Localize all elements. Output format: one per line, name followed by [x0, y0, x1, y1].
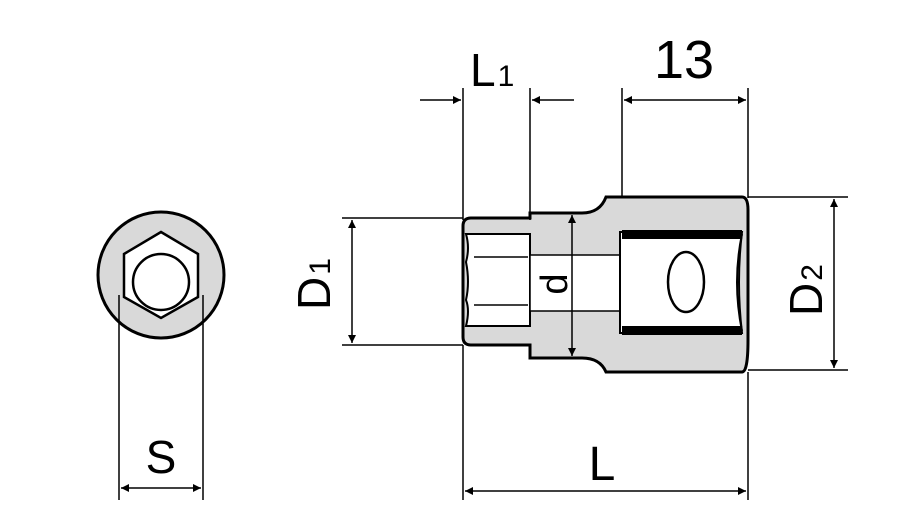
d-label: d [534, 273, 576, 294]
l-label: L [589, 438, 616, 491]
dim13-label: 13 [654, 30, 714, 90]
end-view-inner-bore [131, 252, 191, 312]
through-bore [529, 254, 623, 312]
drive-hex-opening [464, 233, 531, 327]
d2-main: D [780, 283, 832, 316]
l1-sub: 1 [498, 60, 515, 93]
s-label: S [146, 431, 177, 483]
cavity-band-bottom [622, 326, 742, 335]
end-view: S [96, 210, 226, 500]
d2-label: D2 [780, 264, 832, 316]
l1-label: L1 [470, 44, 514, 96]
cavity-band-top [622, 230, 742, 239]
cavity-right-curve [736, 233, 743, 332]
d1-label: D1 [288, 258, 340, 310]
l1-main: L [470, 44, 496, 96]
side-view: L1 13 D1 d D2 L [288, 30, 848, 500]
d2-sub: 2 [796, 264, 829, 281]
detent-hole [666, 250, 706, 314]
d1-main: D [288, 277, 340, 310]
d1-sub: 1 [304, 258, 337, 275]
